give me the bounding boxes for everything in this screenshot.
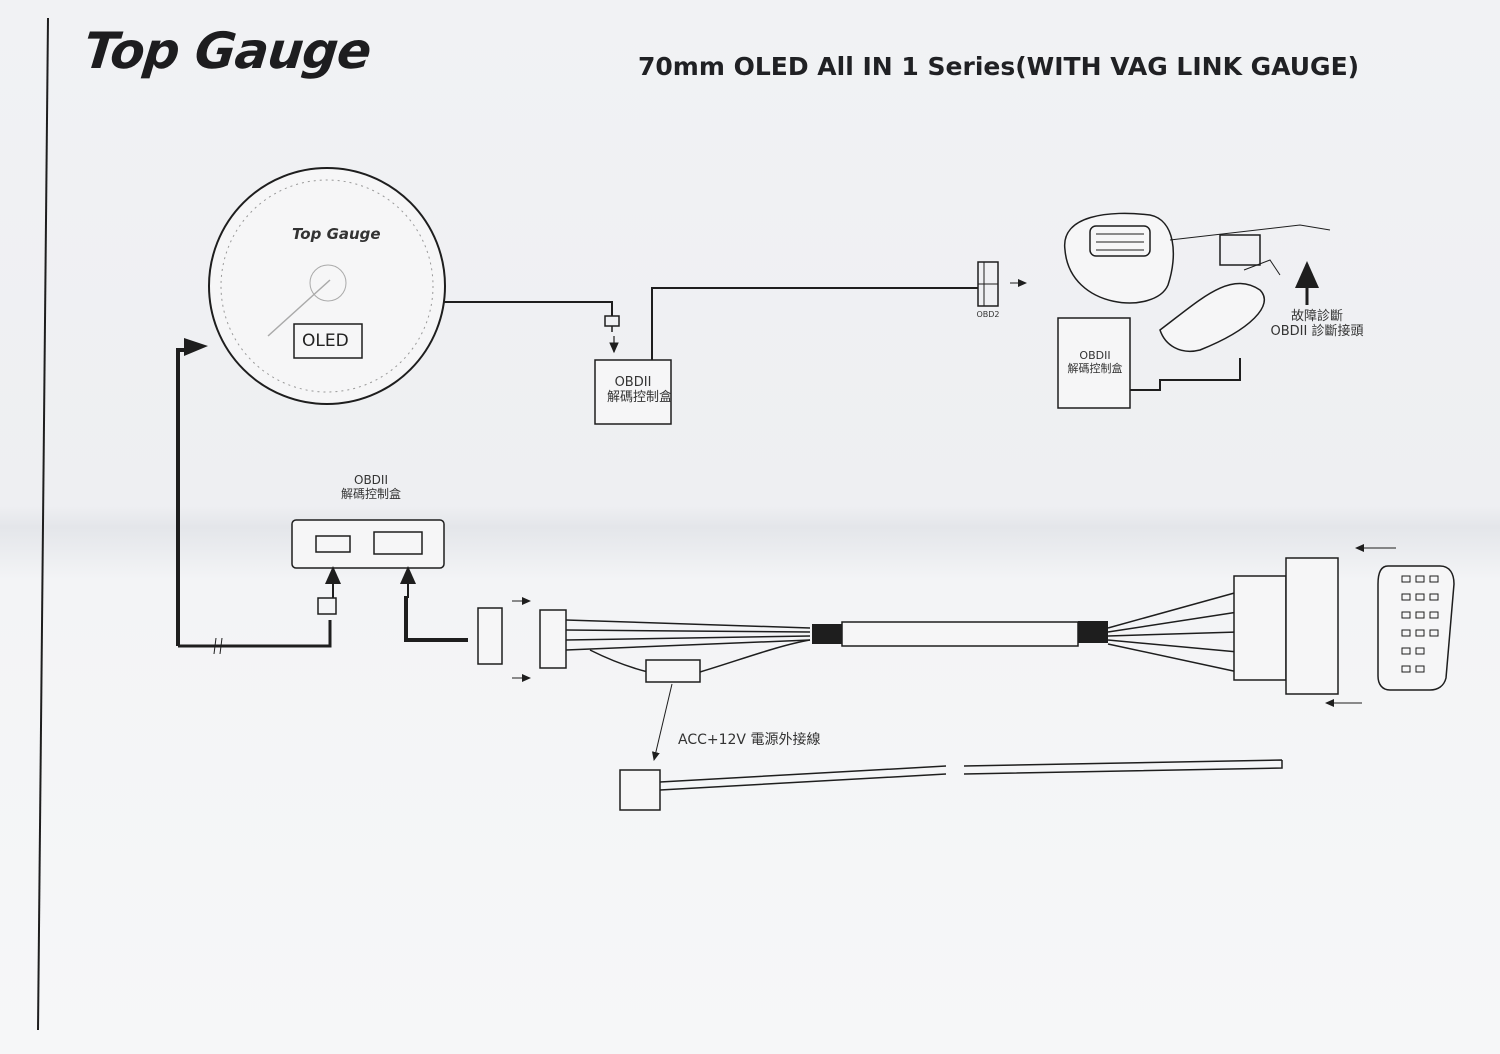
obd-plug [1233, 557, 1455, 695]
page-title: 70mm OLED All IN 1 Series(WITH VAG LINK … [638, 52, 1360, 81]
obd-port-illustration [1064, 212, 1331, 352]
arrow-to-gauge [184, 338, 208, 356]
gauge-signal-wire [444, 301, 613, 316]
harness-sheath [841, 621, 1079, 647]
harness-connector-female [477, 607, 503, 665]
harness-sleeve-left [812, 624, 842, 644]
inset-wire [1130, 358, 1241, 391]
control-box-port-large [373, 531, 423, 555]
oled-label: OLED [302, 331, 349, 351]
control-box-top-line2: 解碼控制盒 [607, 389, 673, 405]
control-box-harness-wire [404, 596, 468, 642]
arrow-to-power-plug [651, 683, 673, 761]
harness-sleeve-right [1078, 621, 1108, 643]
power-wire-right [963, 759, 1283, 775]
diagnostic-port-line2: OBDII 診斷接頭 [1270, 323, 1364, 339]
control-box-main-label: OBDII 解碼控制盒 [336, 473, 406, 502]
connector-plug-1 [317, 597, 337, 615]
control-box-main [291, 519, 445, 569]
control-box-port-small [315, 535, 351, 553]
control-box-top-label: OBDII 解碼控制盒 [607, 375, 673, 406]
gauge-dial [208, 167, 446, 405]
harness-fanout [1107, 591, 1239, 673]
harness-connector-male [539, 609, 567, 669]
obd2-label: OBD2 [976, 310, 1000, 319]
power-plug [619, 769, 661, 811]
oled-display-box [293, 323, 363, 359]
control-box-inset-line2: 解碼控制盒 [1067, 361, 1123, 375]
page-border-left [37, 17, 49, 1031]
obd2-wire [651, 287, 978, 360]
diagnostic-port-line1: 故障診斷 [1290, 309, 1343, 324]
control-box-main-line2: 解碼控制盒 [340, 486, 401, 501]
power-wire-left [659, 765, 947, 791]
control-box-top-line1: OBDII [614, 375, 652, 390]
power-wire-label: ACC+12V 電源外接線 [678, 732, 821, 748]
diagnostic-port-label: 故障診斷 OBDII 診斷接頭 [1262, 309, 1372, 340]
small-connector-top [604, 315, 620, 332]
gauge-return-wire [178, 620, 332, 648]
gauge-brand-text: Top Gauge [292, 225, 381, 243]
control-box-main-line1: OBDII [354, 473, 388, 487]
obd2-connector [977, 261, 999, 307]
feedback-wire [176, 348, 186, 646]
control-box-inset-label: OBDII 解碼控制盒 [1064, 349, 1126, 375]
acc-splice-connector [645, 659, 701, 683]
control-box-inset [1057, 317, 1131, 409]
control-box-inset-line1: OBDII [1079, 349, 1111, 362]
control-box-top [594, 359, 672, 425]
